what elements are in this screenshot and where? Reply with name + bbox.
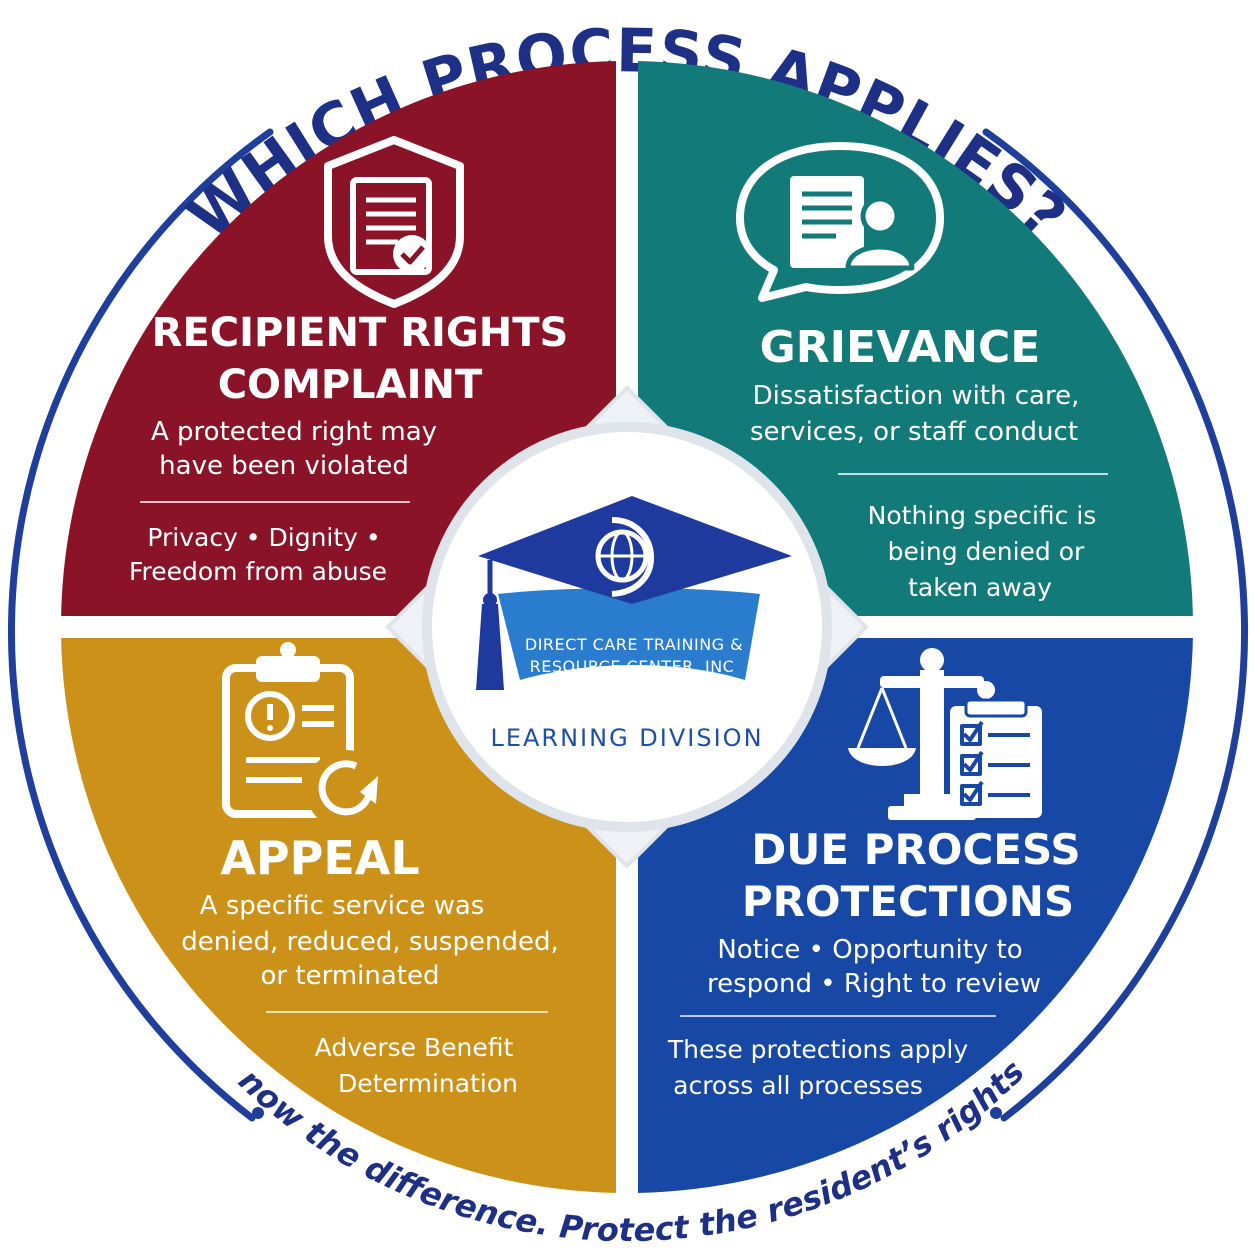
due-process-desc-line-1: Notice • Opportunity to <box>717 935 1022 965</box>
grievance-note-line-3: taken away <box>908 573 1052 602</box>
rights-desc-line-2: have been violated <box>159 451 409 481</box>
scales-checklist-icon <box>848 648 1042 820</box>
rights-desc-line-1: A protected right may <box>151 417 437 447</box>
rights-note-line-2: Freedom from abuse <box>129 557 387 586</box>
division-label: LEARNING DIVISION <box>490 724 763 752</box>
appeal-note-line-2: Determination <box>338 1069 518 1098</box>
org-name-line-2: RESOURCE CENTER, INC <box>530 657 735 676</box>
rights-title-line-2: COMPLAINT <box>218 362 483 408</box>
appeal-title: APPEAL <box>220 831 419 885</box>
rights-title-line-1: RECIPIENT RIGHTS <box>152 310 569 356</box>
ring-dot-left <box>252 1107 264 1119</box>
due-process-title-line-2: PROTECTIONS <box>742 877 1074 926</box>
shield-document-check-icon <box>324 136 464 308</box>
appeal-desc-line-2: denied, reduced, suspended, <box>181 927 558 957</box>
due-process-note-line-1: These protections apply <box>667 1035 969 1064</box>
rights-note-line-1: Privacy • Dignity • <box>147 523 380 552</box>
outer-ring-right <box>982 128 1248 1122</box>
clipboard-alert-refresh-icon <box>222 642 386 830</box>
appeal-desc-line-1: A specific service was <box>200 891 485 921</box>
org-name-line-1: DIRECT CARE TRAINING & <box>525 635 743 654</box>
due-process-note-line-2: across all processes <box>673 1071 923 1100</box>
due-process-desc-line-2: respond • Right to review <box>707 969 1041 999</box>
grievance-note-line-1: Nothing specific is <box>868 501 1097 530</box>
chat-bubble-document-person-icon <box>736 142 944 302</box>
ring-dot-right <box>990 1107 1002 1119</box>
grievance-note-line-2: being denied or <box>888 537 1085 566</box>
grievance-desc-line-2: services, or staff conduct <box>750 417 1078 447</box>
grievance-title: GRIEVANCE <box>760 322 1041 373</box>
outer-ring-left <box>8 128 274 1122</box>
due-process-title-line-1: DUE PROCESS <box>751 825 1080 874</box>
appeal-desc-line-3: or terminated <box>261 961 440 991</box>
appeal-note-line-1: Adverse Benefit <box>315 1033 514 1062</box>
graduation-cap-globe-icon <box>476 496 792 690</box>
grievance-desc-line-1: Dissatisfaction with care, <box>753 381 1080 411</box>
